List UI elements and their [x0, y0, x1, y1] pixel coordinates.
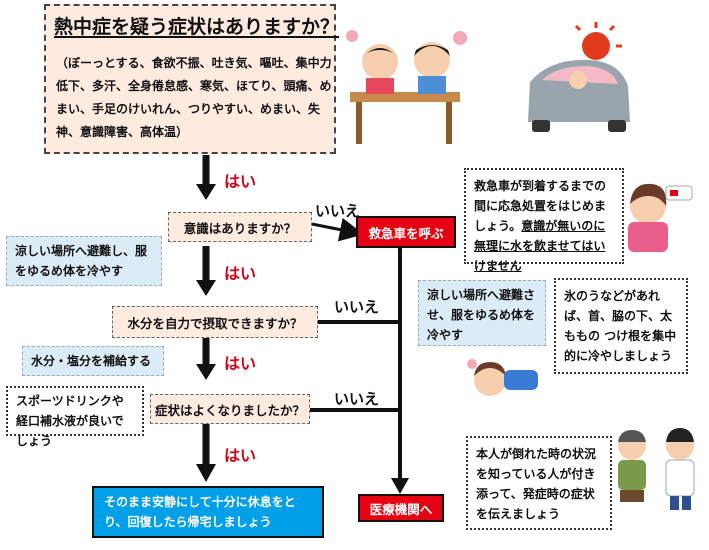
- hydrate-box: 水分・塩分を補給する: [22, 346, 164, 376]
- cool-down-right-text: 涼しい場所へ避難させ、服をゆるめ体を冷やす: [427, 288, 536, 342]
- arrowhead-1: [196, 184, 216, 200]
- symptom-list: （ぼーっとする、食欲不振、吐き気、嘔吐、集中力低下、多汗、全身倦怠感、寒気、ほて…: [56, 56, 332, 139]
- arrowhead-hospital: [391, 478, 409, 494]
- question-hydration: 水分を自力で摂取できますか？: [112, 306, 318, 338]
- ice-note-box: 氷のうなどがあれば、首、脇の下、太ももの つけ根を集中的に冷やしましょう: [554, 278, 688, 374]
- arrowhead-2: [196, 280, 216, 296]
- ambulance-note-1: 救急車が到着するまでの間に応急処置をはじめましょう。: [474, 179, 607, 233]
- cool-down-left-box: 涼しい場所へ避難し、服をゆるめ体を冷やす: [6, 236, 162, 286]
- cool-down-left-text: 涼しい場所へ避難し、服をゆるめ体を冷やす: [15, 244, 148, 278]
- yes-label-4: はい: [224, 446, 257, 465]
- arrowhead-4: [196, 464, 216, 482]
- call-ambulance-box: 救急車を呼ぶ: [356, 216, 456, 248]
- phone-caller-illustration: [628, 183, 693, 252]
- symptom-box: [44, 4, 336, 154]
- no-label-3: いいえ: [334, 390, 380, 408]
- doctor-patient-illustration: [618, 428, 695, 510]
- arrow-to-ambulance: [311, 217, 364, 242]
- lying-child-illustration: [467, 359, 538, 396]
- yes-label-1: はい: [224, 172, 257, 191]
- no-label-1: いいえ: [315, 202, 361, 220]
- page-title: 熱中症を疑う症状はありますか？: [54, 16, 340, 38]
- ambulance-note-2: 意識が無いのに無理に水を飲ませてはいけません: [474, 219, 606, 273]
- no-label-2: いいえ: [334, 298, 380, 316]
- witness-note-text: 本人が倒れた時の状況を知っている人が付き添って、発症時の症状を伝えましょう: [476, 447, 597, 521]
- ice-note-text: 氷のうなどがあれば、首、脇の下、太ももの つけ根を集中的に冷やしましょう: [564, 289, 677, 363]
- arrowhead-3: [196, 364, 216, 380]
- final-rest-box: そのまま安静にして十分に休息をとり、回復したら帰宅しましょう: [92, 486, 324, 538]
- question-consciousness: 意識はありますか？: [168, 212, 312, 242]
- final-rest-text: そのまま安静にして十分に休息をとり、回復したら帰宅しましょう: [104, 495, 296, 529]
- cool-down-right-box: 涼しい場所へ避難させ、服をゆるめ体を冷やす: [418, 280, 546, 346]
- ambulance-note-box: 救急車が到着するまでの間に応急処置をはじめましょう。意識が無いのに無理に水を飲ま…: [464, 168, 624, 273]
- hydrate-text: 水分・塩分を補給する: [31, 354, 152, 368]
- students-illustration: [346, 30, 467, 144]
- sports-drink-text: スポーツドリンクや経口補水液が良いでしょう: [16, 394, 124, 448]
- yes-label-3: はい: [224, 354, 257, 373]
- hospital-box: 医療機関へ: [358, 494, 444, 522]
- witness-note-box: 本人が倒れた時の状況を知っている人が付き添って、発症時の症状を伝えましょう: [466, 436, 612, 530]
- sports-drink-box: スポーツドリンクや経口補水液が良いでしょう: [6, 386, 144, 448]
- yes-label-2: はい: [224, 264, 257, 283]
- car-sun-illustration: [528, 22, 630, 132]
- question-improved: 症状はよくなりましたか？: [150, 394, 310, 424]
